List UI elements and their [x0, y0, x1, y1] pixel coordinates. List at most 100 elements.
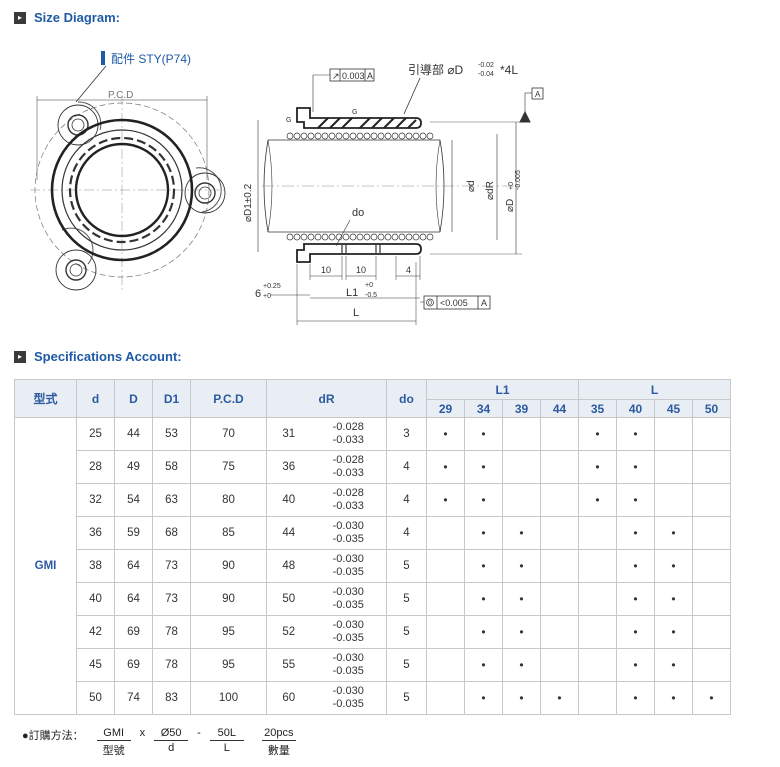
order-label: ●訂購方法：	[22, 730, 84, 742]
ball-row-top	[286, 132, 434, 140]
l1-availability-cell: •	[464, 582, 503, 616]
D1-cell: 73	[152, 549, 191, 583]
l-availability-cell: •	[654, 615, 693, 649]
d-cell: 38	[76, 549, 115, 583]
l-availability-cell	[578, 681, 617, 715]
model-cell: GMI	[14, 417, 77, 715]
l-availability-cell: •	[616, 450, 655, 484]
tol-bot: -0.033	[332, 500, 364, 512]
order-separator: -	[197, 727, 201, 739]
l-availability-cell	[578, 648, 617, 682]
l1-availability-cell	[502, 483, 541, 517]
pcd-cell: 75	[190, 450, 267, 484]
col-group-L: L	[578, 379, 731, 400]
D-cell: 64	[114, 582, 153, 616]
datum-a: A	[535, 90, 541, 99]
dR-tolerance-cell: -0.028-0.033	[310, 450, 387, 484]
D1-cell: 78	[152, 615, 191, 649]
pcd-cell: 70	[190, 417, 267, 451]
l1-availability-cell: •	[464, 648, 503, 682]
tol-top: -0.030	[332, 553, 364, 565]
pcd-cell: 95	[190, 615, 267, 649]
l-availability-cell: •	[654, 648, 693, 682]
l1-availability-cell	[426, 549, 465, 583]
l1-availability-cell: •	[502, 648, 541, 682]
order-item-caption: 數量	[267, 745, 290, 757]
pcd-label: P.C.D	[108, 90, 133, 101]
D-cell: 44	[114, 417, 153, 451]
l1-availability-cell: •	[502, 516, 541, 550]
l1-availability-cell	[426, 615, 465, 649]
l-availability-cell	[692, 549, 731, 583]
col-D1: D1	[152, 379, 191, 418]
col-group-L1: L1	[426, 379, 579, 400]
l1-availability-cell: •	[464, 549, 503, 583]
l1-availability-cell	[540, 582, 579, 616]
dR-cell: 48	[266, 549, 311, 583]
l-availability-cell: •	[616, 615, 655, 649]
pcd-cell: 100	[190, 681, 267, 715]
arrow-bullet-icon: ▸	[14, 11, 26, 24]
l-availability-cell	[692, 483, 731, 517]
tol-top: -0.030	[332, 586, 364, 598]
D-cell: 69	[114, 648, 153, 682]
dtol-bot: -0.005	[515, 170, 522, 190]
dR-tolerance-cell: -0.028-0.033	[310, 483, 387, 517]
tol-bot: -0.033	[332, 467, 364, 479]
l1-availability-cell: •	[426, 417, 465, 451]
l1-bot: -0.5	[365, 292, 377, 299]
dim-6-top: +0.25	[263, 283, 281, 290]
d-cell: 25	[76, 417, 115, 451]
l1-availability-cell: •	[426, 483, 465, 517]
l1-availability-cell: •	[502, 549, 541, 583]
l1-availability-cell	[540, 549, 579, 583]
dR-cell: 44	[266, 516, 311, 550]
order-item-value: Ø50	[154, 727, 189, 741]
tol-top: -0.030	[332, 619, 364, 631]
pcd-cell: 85	[190, 516, 267, 550]
dtol-label: ⌀D	[505, 199, 516, 212]
d1-label: ⌀D1±0.2	[243, 183, 254, 222]
l-availability-cell: •	[616, 549, 655, 583]
do-cell: 5	[386, 648, 427, 682]
D1-cell: 68	[152, 516, 191, 550]
ball-row-bottom	[286, 233, 434, 241]
guide-tol-top: -0.02	[478, 62, 494, 69]
D1-cell: 83	[152, 681, 191, 715]
flatness-value: <0.005	[440, 298, 468, 308]
l1-availability-cell: •	[464, 450, 503, 484]
l-availability-cell	[692, 582, 731, 616]
l1-availability-cell	[502, 417, 541, 451]
dim-4: 4	[406, 265, 411, 275]
l-availability-cell: •	[616, 582, 655, 616]
col-D: D	[114, 379, 153, 418]
D-cell: 74	[114, 681, 153, 715]
col-model: 型式	[14, 379, 77, 418]
d-cell: 32	[76, 483, 115, 517]
flange-front-view: 配件 STY(P74) P.C.D	[30, 51, 226, 291]
d-cell: 28	[76, 450, 115, 484]
l-label: L	[353, 307, 359, 319]
l1-availability-cell	[540, 516, 579, 550]
dR-tolerance-cell: -0.030-0.035	[310, 549, 387, 583]
dR-cell: 40	[266, 483, 311, 517]
order-item-caption: L	[223, 742, 230, 754]
pcd-cell: 90	[190, 582, 267, 616]
order-item-caption: d	[168, 742, 175, 754]
guide-tol-bot: -0.04	[478, 71, 494, 78]
D-cell: 49	[114, 450, 153, 484]
l1-availability-cell: •	[464, 681, 503, 715]
col-l1-44: 44	[540, 399, 579, 418]
col-l-50: 50	[692, 399, 731, 418]
pcd-cell: 95	[190, 648, 267, 682]
d-cell: 42	[76, 615, 115, 649]
size-diagram: 配件 STY(P74) P.C.D ↗ 0.003	[30, 51, 544, 325]
do-cell: 4	[386, 516, 427, 550]
g-label-b: G	[352, 109, 357, 116]
